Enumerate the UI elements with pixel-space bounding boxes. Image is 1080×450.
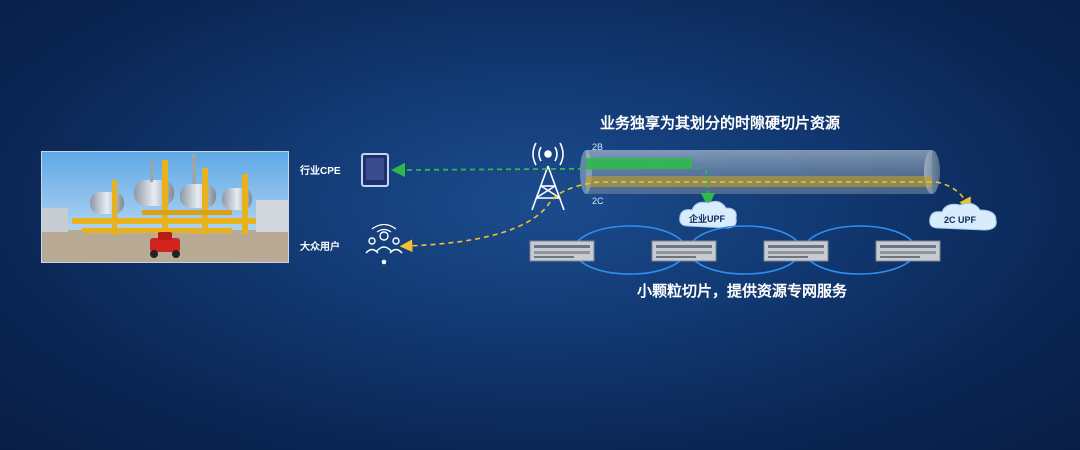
top-caption: 业务独享为其划分的时隙硬切片资源 [600,115,841,132]
industrial-site-photo [41,151,289,263]
server-icon [651,240,717,262]
enterprise-upf-label: 企业UPF [688,213,726,224]
server-icon [875,240,941,262]
server-icon [763,240,829,262]
people-icon [365,223,403,265]
slice-rings [573,225,917,275]
green-path-to-upf [700,169,716,208]
lane-2b-label: 2B [592,142,603,152]
monitor-icon [361,153,389,187]
server-row [529,240,941,262]
tower-icon [531,142,565,211]
2c-upf-cloud-icon [929,202,997,231]
slice-pipe [580,150,940,194]
server-icon [529,240,595,262]
yellow-path-to-users [399,181,932,253]
enterprise-upf-cloud-icon [679,200,737,229]
industry-cpe-label: 行业CPE [300,166,341,177]
bottom-caption: 小颗粒切片，提供资源专网服务 [637,283,848,300]
consumer-upf-label: 2C UPF [944,215,977,225]
public-user-label: 大众用户 [300,242,340,253]
lane-2b-bar [586,158,692,169]
yellow-path-to-2c-upf [935,181,971,211]
lane-2c-label: 2C [592,196,604,206]
